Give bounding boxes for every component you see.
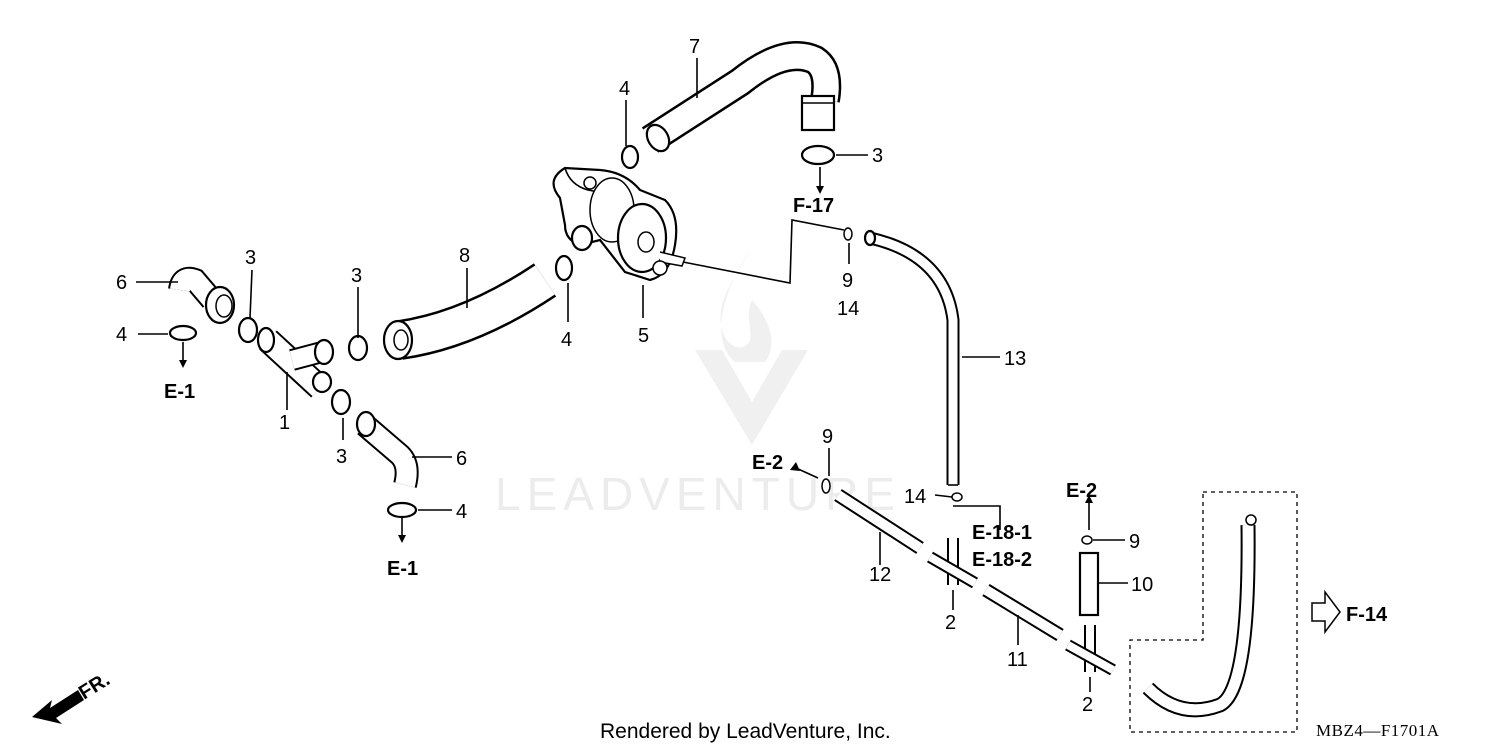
valve-5: [552, 166, 687, 282]
tee-2-upper: [926, 538, 979, 589]
leader-lines: [136, 58, 1128, 692]
ref-e1: E-1: [164, 381, 195, 403]
tube-12: [834, 489, 924, 554]
callout-11: 11: [1007, 649, 1028, 671]
tee-2-lower: [1065, 625, 1116, 676]
callout-14: 14: [904, 486, 926, 508]
ref-e18-2: E-18-2: [972, 549, 1032, 571]
callout-5: 5: [638, 325, 649, 347]
callout-3: 3: [351, 265, 362, 287]
arrowheads: [179, 186, 1093, 543]
ref-e18-1: E-18-1: [972, 522, 1032, 544]
front-direction-indicator: FR.: [32, 669, 114, 724]
f14-inset: [1129, 491, 1298, 733]
ref-e1: E-1: [387, 558, 418, 580]
hose-7: [641, 41, 842, 153]
elbow-6-upper: [168, 266, 236, 325]
callout-4: 4: [619, 78, 630, 100]
section-references: E-1 E-1 F-17 E-2 E-2 E-18-1 E-18-2 F-14: [164, 195, 1388, 626]
callout-4: 4: [456, 501, 467, 523]
callout-3: 3: [245, 247, 256, 269]
callout-7: 7: [689, 36, 700, 58]
ref-f14: F-14: [1346, 604, 1388, 626]
tube-13: [863, 229, 960, 486]
watermark-text: LEADVENTURE: [495, 468, 901, 520]
callout-12: 12: [869, 564, 891, 586]
callout-2: 2: [1082, 694, 1093, 716]
tube-11: [982, 584, 1064, 641]
tube-10: [1078, 551, 1100, 617]
callouts: 6 4 3 3 8 1 3 6 4 4 5 4 7 3 9 14 13 9 14…: [116, 36, 1153, 716]
ref-f17: F-17: [793, 195, 834, 217]
callout-4: 4: [116, 324, 127, 346]
callout-3: 3: [872, 145, 883, 167]
callout-1: 1: [279, 412, 290, 434]
watermark: LEADVENTURE: [495, 250, 901, 520]
hose-8: [382, 263, 557, 361]
callout-6: 6: [456, 448, 467, 470]
joint-1: [256, 326, 335, 398]
callout-13: 13: [1004, 348, 1026, 370]
callout-6: 6: [116, 272, 127, 294]
elbow-6-lower: [355, 410, 419, 488]
callout-10: 10: [1131, 574, 1153, 596]
callout-9: 9: [1129, 531, 1140, 553]
callout-9: 9: [822, 426, 833, 448]
callout-14: 14: [837, 298, 859, 320]
callout-8: 8: [459, 245, 470, 267]
rendered-by-credit: Rendered by LeadVenture, Inc.: [600, 720, 891, 743]
ref-e2: E-2: [752, 452, 783, 474]
callout-2: 2: [945, 612, 956, 634]
f14-arrow: [1311, 589, 1341, 635]
callout-3: 3: [336, 446, 347, 468]
callout-4: 4: [561, 329, 572, 351]
diagram-code: MBZ4—F1701A: [1316, 721, 1440, 740]
ref-e2: E-2: [1066, 480, 1097, 502]
callout-9: 9: [842, 270, 853, 292]
